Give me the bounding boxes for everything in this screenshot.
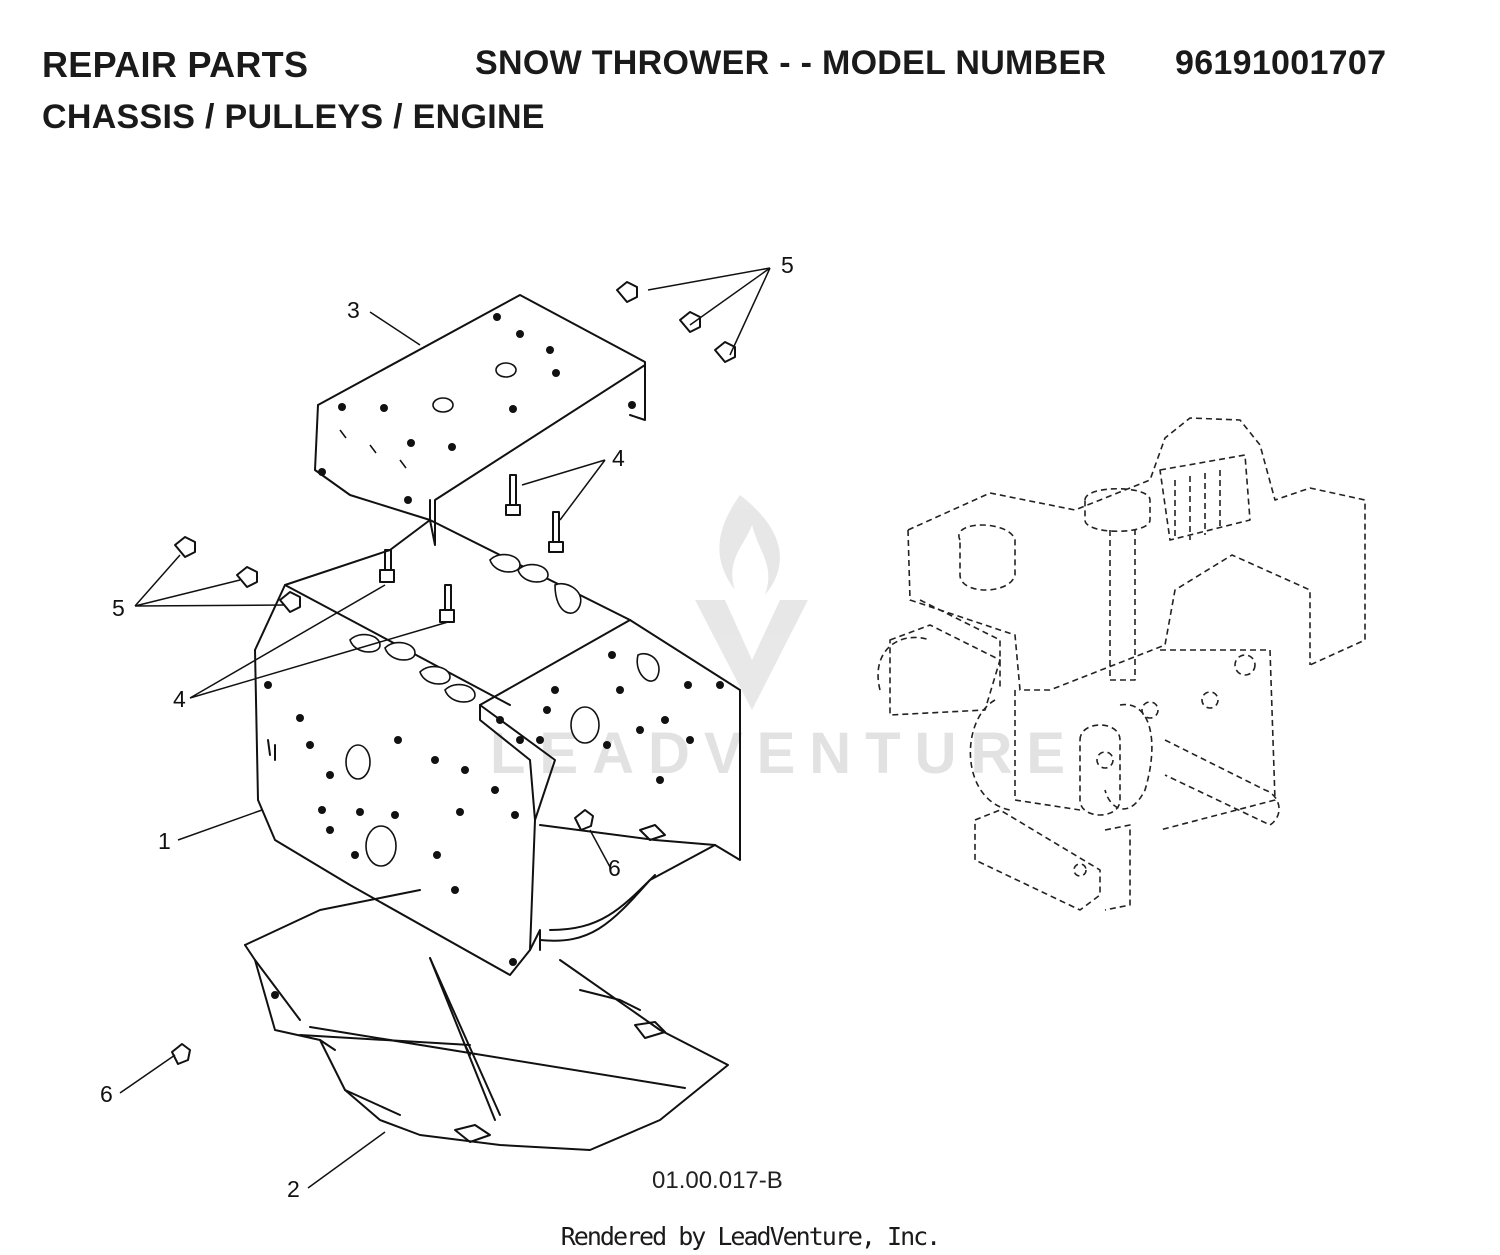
- callout-6-left: 6: [100, 1081, 113, 1107]
- diagram-subtitle: CHASSIS / PULLEYS / ENGINE: [42, 98, 545, 136]
- section-title: REPAIR PARTS: [42, 44, 309, 85]
- drawing-number: 01.00.017-B: [652, 1167, 783, 1194]
- rendered-by-footer: Rendered by LeadVenture, Inc.: [560, 1222, 942, 1251]
- part-3-upper-cover: [314, 294, 646, 546]
- part-2-skid-plate: [244, 889, 729, 1151]
- product-title: SNOW THROWER - - MODEL NUMBER: [475, 44, 1107, 82]
- engine-outline: [877, 417, 1366, 911]
- callout-2: 2: [287, 1176, 300, 1202]
- callout-3: 3: [347, 297, 360, 323]
- callout-5-left: 5: [112, 595, 125, 621]
- callout-6-center: 6: [608, 855, 621, 881]
- fasteners-6: [171, 809, 594, 1065]
- callout-4-left: 4: [173, 686, 186, 712]
- model-number: 96191001707: [1175, 44, 1387, 82]
- watermark-logo: [695, 495, 808, 710]
- callout-4-top: 4: [612, 445, 625, 471]
- chassis-bolt-holes: [264, 651, 724, 966]
- callout-1: 1: [158, 828, 171, 854]
- fasteners-5: [174, 281, 736, 613]
- leader-lines: [119, 267, 771, 1189]
- part-1-chassis: [254, 519, 741, 976]
- fasteners-4: [379, 474, 564, 623]
- callout-5-top: 5: [781, 252, 794, 278]
